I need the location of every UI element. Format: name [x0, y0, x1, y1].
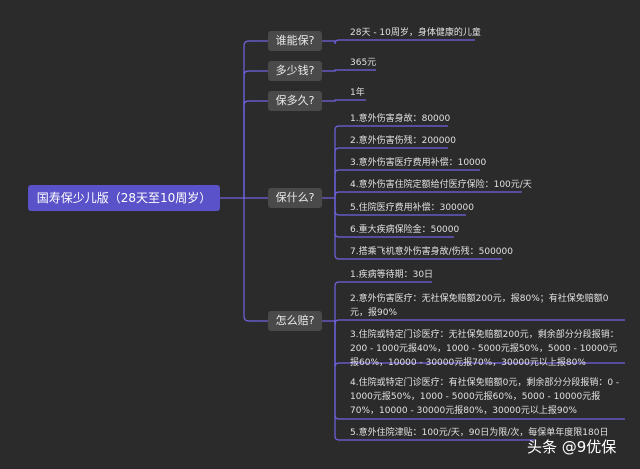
category-price[interactable]: 多少钱? — [268, 61, 322, 81]
root-node[interactable]: 国寿保少儿版（28天至10周岁） — [28, 185, 220, 211]
category-claims[interactable]: 怎么赔? — [268, 311, 322, 331]
leaf-claims-2: 3.住院或特定门诊医疗：无社保免赔额200元，剩余部分分段报销：200 - 10… — [350, 330, 619, 368]
category-coverage[interactable]: 保什么? — [268, 188, 322, 208]
leaf-claims-3: 4.住院或特定门诊医疗：有社保免赔额0元，剩余部分分段报销：0 - 1000元报… — [350, 378, 620, 416]
category-duration[interactable]: 保多久? — [268, 91, 322, 111]
leaf-coverage-3: 4.意外伤害住院定额给付医疗保险：100元/天 — [350, 180, 532, 190]
leaf-claims-1: 2.意外伤害医疗：无社保免赔额200元，报80%；有社保免赔额0元，报90% — [350, 294, 609, 318]
leaf-claims-0: 1.疾病等待期：30日 — [350, 270, 434, 280]
leaf-claims-4: 5.意外住院津贴：100元/天，90日为限/次，每保单年度限180日 — [350, 428, 609, 438]
leaf-coverage-1: 2.意外伤害伤残：200000 — [350, 136, 456, 146]
leaf-coverage-6: 7.搭乘飞机意外伤害身故/伤残：500000 — [350, 247, 513, 257]
leaf-coverage-0: 1.意外伤害身故：80000 — [350, 114, 451, 124]
leaf-who-0: 28天 - 10周岁，身体健康的儿童 — [350, 28, 481, 38]
leaf-coverage-5: 6.重大疾病保险金：50000 — [350, 225, 460, 235]
category-who[interactable]: 谁能保? — [268, 31, 322, 51]
leaf-duration-0: 1年 — [350, 88, 365, 98]
leaf-price-0: 365元 — [350, 58, 377, 68]
watermark: 头条 @9优保 — [527, 438, 617, 456]
leaf-coverage-2: 3.意外伤害医疗费用补偿：10000 — [350, 158, 487, 168]
leaf-coverage-4: 5.住院医疗费用补偿：300000 — [350, 203, 474, 213]
